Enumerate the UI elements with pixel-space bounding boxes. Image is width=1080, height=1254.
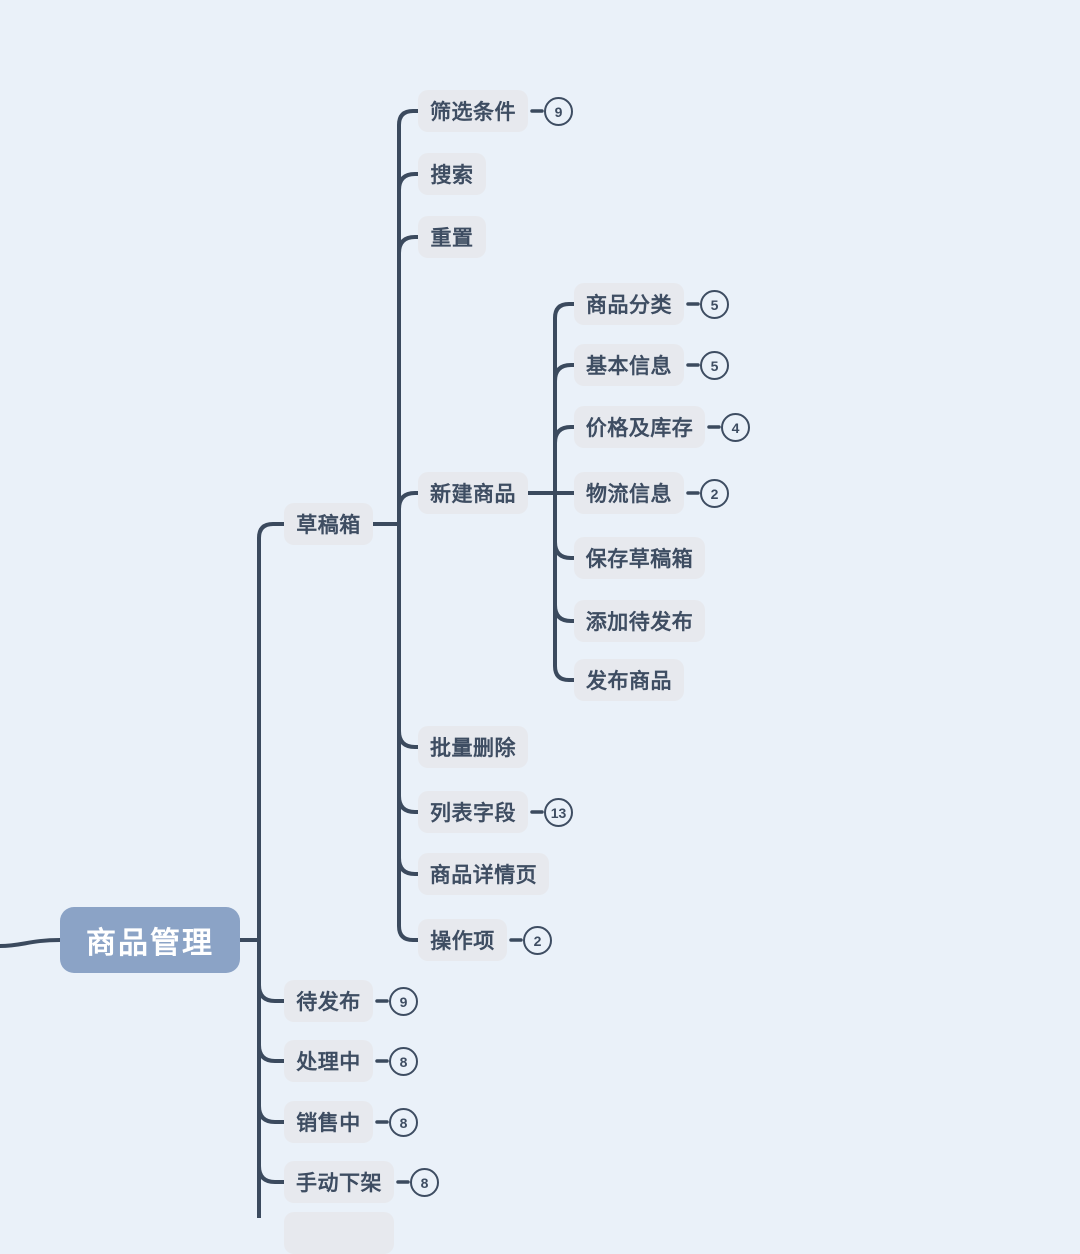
node-label: 商品分类 xyxy=(586,294,672,317)
node-filter-criteria[interactable]: 筛选条件 xyxy=(418,90,528,132)
badge-value: 5 xyxy=(710,357,719,374)
badge-value: 2 xyxy=(710,485,719,502)
node-label: 商品管理 xyxy=(86,927,214,960)
node-pending-release[interactable]: 待发布 xyxy=(284,980,373,1022)
node-product-category[interactable]: 商品分类 xyxy=(574,283,684,325)
badge-value: 2 xyxy=(533,932,542,949)
node-label: 处理中 xyxy=(296,1051,361,1074)
node-label: 筛选条件 xyxy=(430,101,516,124)
node-label: 物流信息 xyxy=(586,483,672,506)
badge-filter-criteria-count[interactable]: 9 xyxy=(544,97,573,126)
node-product-management-root[interactable]: 商品管理 xyxy=(60,907,240,973)
connector-lines xyxy=(0,109,721,1218)
badge-processing-count[interactable]: 8 xyxy=(389,1047,418,1076)
node-product-detail-page[interactable]: 商品详情页 xyxy=(418,853,549,895)
badge-on-sale-count[interactable]: 8 xyxy=(389,1108,418,1137)
badge-manual-off-shelf-count[interactable]: 8 xyxy=(410,1168,439,1197)
badge-value: 8 xyxy=(420,1174,429,1191)
node-label: 批量删除 xyxy=(430,737,516,760)
node-action-items[interactable]: 操作项 xyxy=(418,919,507,961)
node-label: 发布商品 xyxy=(586,670,672,693)
node-publish-product[interactable]: 发布商品 xyxy=(574,659,684,701)
node-draft-box[interactable]: 草稿箱 xyxy=(284,503,373,545)
node-label: 基本信息 xyxy=(586,355,672,378)
badge-value: 13 xyxy=(550,804,567,821)
node-manual-off-shelf[interactable]: 手动下架 xyxy=(284,1161,394,1203)
badge-value: 8 xyxy=(399,1114,408,1131)
node-add-to-pending[interactable]: 添加待发布 xyxy=(574,600,705,642)
node-label: 搜索 xyxy=(430,164,474,187)
badge-value: 9 xyxy=(399,993,408,1010)
badge-value: 8 xyxy=(399,1053,408,1070)
badge-pending-release-count[interactable]: 9 xyxy=(389,987,418,1016)
badge-logistics-info-count[interactable]: 2 xyxy=(700,479,729,508)
node-label: 操作项 xyxy=(430,930,495,953)
node-label: 价格及库存 xyxy=(585,417,694,440)
badge-action-items-count[interactable]: 2 xyxy=(523,926,552,955)
node-label: 待发布 xyxy=(296,991,361,1014)
node-clipped-bottom[interactable] xyxy=(284,1212,394,1254)
badge-value: 4 xyxy=(731,419,740,436)
badge-list-fields-count[interactable]: 13 xyxy=(544,798,573,827)
node-save-to-draft[interactable]: 保存草稿箱 xyxy=(574,537,705,579)
node-search[interactable]: 搜索 xyxy=(418,153,486,195)
node-label: 添加待发布 xyxy=(585,611,694,634)
badge-basic-info-count[interactable]: 5 xyxy=(700,351,729,380)
badge-value: 9 xyxy=(554,103,563,120)
node-label: 新建商品 xyxy=(430,483,516,506)
node-price-stock[interactable]: 价格及库存 xyxy=(574,406,705,448)
node-list-fields[interactable]: 列表字段 xyxy=(418,791,528,833)
node-logistics-info[interactable]: 物流信息 xyxy=(574,472,684,514)
node-label: 草稿箱 xyxy=(296,514,361,537)
node-label: 列表字段 xyxy=(430,802,516,825)
node-new-product[interactable]: 新建商品 xyxy=(418,472,528,514)
node-label: 销售中 xyxy=(296,1112,361,1135)
badge-value: 5 xyxy=(710,296,719,313)
node-label: 重置 xyxy=(430,227,474,250)
badge-product-category-count[interactable]: 5 xyxy=(700,290,729,319)
node-label: 商品详情页 xyxy=(429,864,538,887)
node-processing[interactable]: 处理中 xyxy=(284,1040,373,1082)
badge-price-stock-count[interactable]: 4 xyxy=(721,413,750,442)
node-on-sale[interactable]: 销售中 xyxy=(284,1101,373,1143)
node-label: 保存草稿箱 xyxy=(585,548,694,571)
node-batch-delete[interactable]: 批量删除 xyxy=(418,726,528,768)
node-label: 手动下架 xyxy=(296,1172,382,1195)
node-reset[interactable]: 重置 xyxy=(418,216,486,258)
node-basic-info[interactable]: 基本信息 xyxy=(574,344,684,386)
